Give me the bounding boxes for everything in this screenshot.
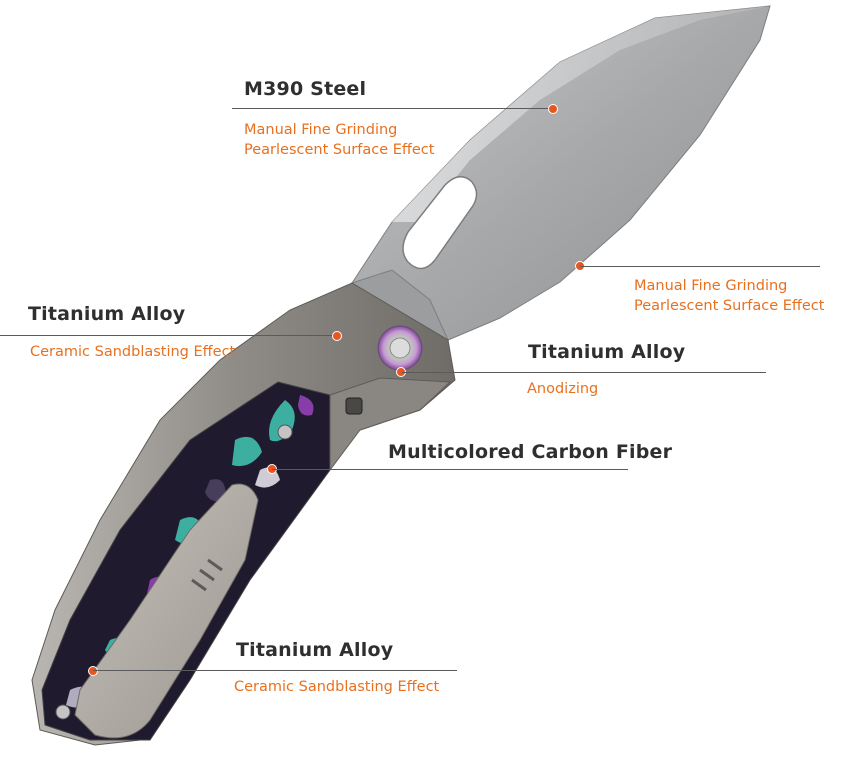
blade-bevel	[392, 6, 770, 222]
callout-inlay-title: Multicolored Carbon Fiber	[388, 441, 673, 463]
callout-clip-title: Titanium Alloy	[236, 639, 394, 661]
screw-top	[277, 424, 293, 440]
pivot-screw	[389, 337, 411, 359]
jimping	[191, 558, 223, 592]
callout-clip-marker	[88, 666, 98, 676]
callout-pivot-line1: Anodizing	[527, 381, 599, 397]
callout-blade-steel-line	[232, 108, 554, 109]
blade-hole	[402, 176, 478, 270]
callout-clip-line1: Ceramic Sandblasting Effect	[234, 679, 440, 695]
callout-blade-finish-line1: Manual Fine Grinding	[634, 278, 788, 294]
callout-blade-steel-line2: Pearlescent Surface Effect	[244, 142, 435, 158]
callout-inlay-line	[272, 469, 628, 470]
pocket-clip	[74, 483, 259, 739]
screw-bottom	[55, 704, 71, 720]
callout-blade-finish-line2: Pearlescent Surface Effect	[634, 298, 825, 314]
callout-blade-finish-line	[580, 266, 820, 267]
callout-handle-frame-title: Titanium Alloy	[28, 303, 186, 325]
callout-handle-frame-line1: Ceramic Sandblasting Effect	[30, 344, 236, 360]
thumb-stud	[345, 397, 363, 415]
callout-blade-steel-line1: Manual Fine Grinding	[244, 122, 398, 138]
callout-blade-steel-title: M390 Steel	[244, 78, 367, 100]
callout-handle-frame-marker	[332, 331, 342, 341]
callout-clip-line	[93, 670, 457, 671]
callout-handle-frame-line	[0, 335, 336, 336]
callout-pivot-title: Titanium Alloy	[528, 341, 686, 363]
callout-blade-steel-marker	[548, 104, 558, 114]
callout-pivot-line	[402, 372, 766, 373]
